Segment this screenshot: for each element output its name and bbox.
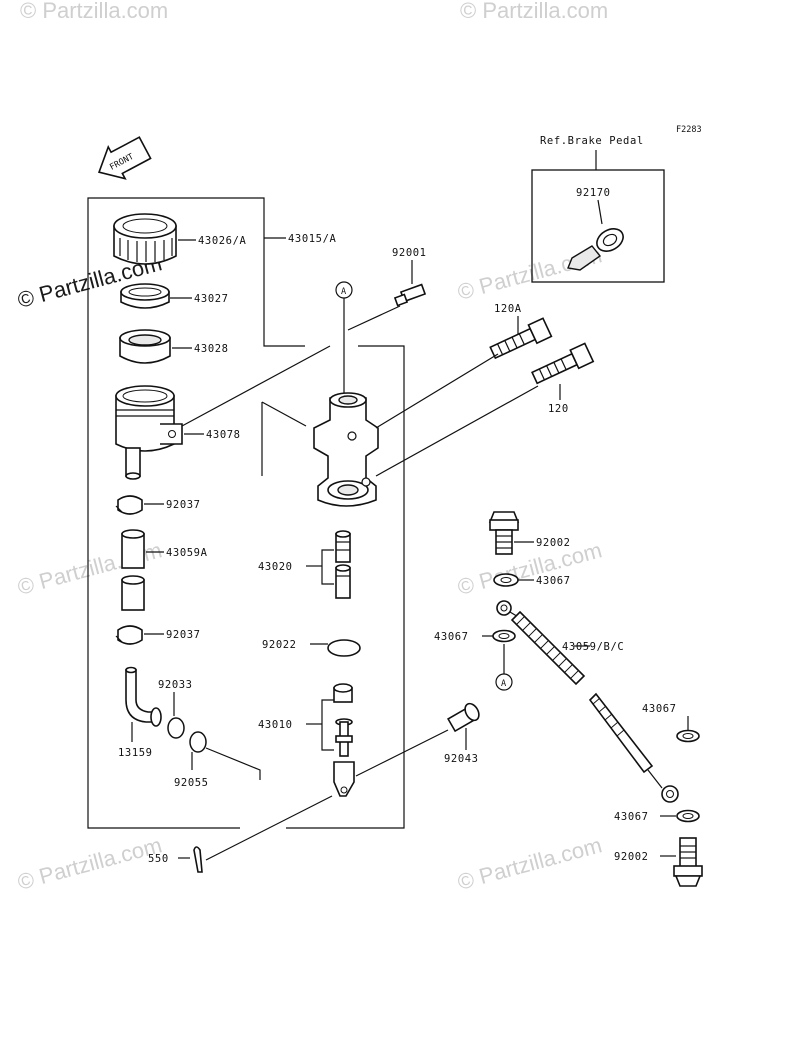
label-120a: 120A bbox=[494, 303, 522, 315]
label-92037-top: 92037 bbox=[166, 499, 201, 511]
elbow-fitting bbox=[125, 666, 162, 727]
label-43027: 43027 bbox=[194, 293, 229, 305]
clevis-pin-92043 bbox=[447, 702, 480, 733]
label-43078: 43078 bbox=[206, 429, 241, 441]
watermark: © Partzilla.com bbox=[460, 0, 608, 23]
label-92043: 92043 bbox=[444, 753, 479, 765]
brake-hose bbox=[496, 600, 679, 803]
label-92022: 92022 bbox=[262, 639, 297, 651]
label-43015: 43015/A bbox=[288, 233, 337, 245]
reservoir-hose bbox=[121, 529, 145, 611]
callout-a-bottom bbox=[495, 673, 513, 691]
washer-43067-a bbox=[493, 573, 519, 587]
reservoir-cap bbox=[113, 213, 177, 265]
label-43020: 43020 bbox=[258, 561, 293, 573]
label-43028: 43028 bbox=[194, 343, 229, 355]
washer-43067-c bbox=[676, 729, 700, 743]
assembly-outline bbox=[87, 197, 405, 829]
label-92055: 92055 bbox=[174, 777, 209, 789]
label-43026: 43026/A bbox=[198, 235, 247, 247]
label-13159: 13159 bbox=[118, 747, 153, 759]
piston-assembly bbox=[335, 530, 351, 599]
ref-brake-pedal-box: Ref.Brake Pedal 92170 bbox=[531, 135, 665, 283]
label-92033: 92033 bbox=[158, 679, 193, 691]
watermarks: © Partzilla.com © Partzilla.com © Partzi… bbox=[15, 0, 608, 895]
label-550: 550 bbox=[148, 853, 169, 865]
label-43067-d: 43067 bbox=[614, 811, 649, 823]
label-43067-c: 43067 bbox=[642, 703, 677, 715]
reservoir-tank bbox=[115, 385, 183, 480]
label-92002-top: 92002 bbox=[536, 537, 571, 549]
circlip-92022 bbox=[327, 639, 361, 657]
label-92002-bottom: 92002 bbox=[614, 851, 649, 863]
push-rod-assembly bbox=[333, 683, 355, 797]
figure-code: F2283 bbox=[676, 125, 702, 135]
washer-43067-b bbox=[492, 629, 516, 643]
front-arrow-icon: FRONT bbox=[97, 136, 152, 180]
callout-a-top-label: A bbox=[341, 287, 346, 297]
diaphragm-plate bbox=[120, 283, 170, 309]
label-92170: 92170 bbox=[576, 187, 611, 199]
banjo-bolt-92002-top bbox=[488, 511, 520, 555]
master-cylinder-body bbox=[313, 392, 379, 507]
watermark: © Partzilla.com bbox=[15, 832, 165, 895]
watermark: © Partzilla.com bbox=[455, 537, 605, 600]
watermark: © Partzilla.com bbox=[20, 0, 168, 23]
label-120: 120 bbox=[548, 403, 569, 415]
cotter-pin-550 bbox=[193, 846, 203, 873]
diaphragm bbox=[119, 329, 171, 364]
label-92001: 92001 bbox=[392, 247, 427, 259]
callout-a-bottom-label: A bbox=[501, 679, 506, 689]
label-43010: 43010 bbox=[258, 719, 293, 731]
label-43067-a: 43067 bbox=[536, 575, 571, 587]
label-43067-b: 43067 bbox=[434, 631, 469, 643]
banjo-bolt-92002-bottom bbox=[673, 837, 703, 887]
ref-brake-pedal-label: Ref.Brake Pedal bbox=[540, 135, 644, 147]
bolt-92001 bbox=[393, 283, 427, 307]
watermark: © Partzilla.com bbox=[455, 832, 605, 895]
bolt-120a bbox=[489, 317, 553, 360]
label-43059a: 43059A bbox=[166, 547, 208, 559]
o-ring-92055 bbox=[189, 731, 207, 753]
hose-clamp-bottom bbox=[115, 625, 143, 645]
label-92037-bottom: 92037 bbox=[166, 629, 201, 641]
circlip-92033 bbox=[167, 717, 185, 739]
washer-43067-d bbox=[676, 809, 700, 823]
hose-clamp-top bbox=[115, 495, 143, 515]
bolt-120 bbox=[531, 342, 595, 385]
label-43059bc: 43059/B/C bbox=[562, 641, 624, 653]
clevis-pin-92170 bbox=[567, 228, 624, 271]
